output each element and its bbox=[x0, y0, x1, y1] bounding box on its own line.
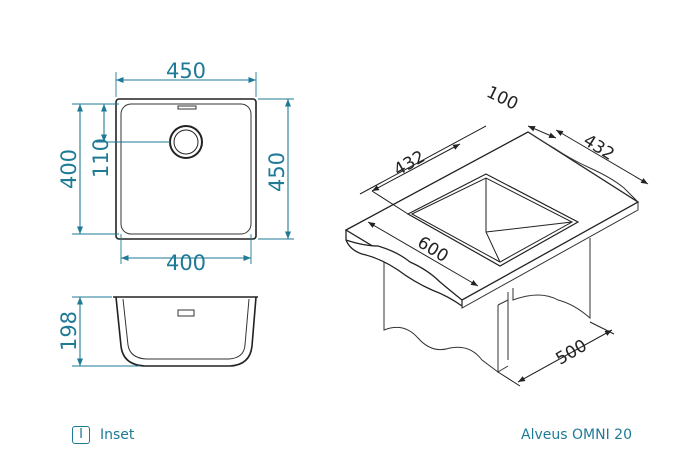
cabinet-right-panel bbox=[512, 238, 591, 320]
cabinet-left-panel bbox=[383, 255, 499, 373]
top-view: 450 400 400 110 450 bbox=[57, 59, 294, 275]
dimension-inner-width: 400 bbox=[120, 234, 252, 275]
product-name: Alveus OMNI 20 bbox=[521, 424, 632, 446]
dimension-depth: 198 bbox=[57, 296, 140, 367]
dim-label-drain-offset: 110 bbox=[89, 138, 113, 178]
isometric-view: 100 432 432 600 500 bbox=[344, 82, 649, 387]
dimension-overall-height: 450 bbox=[258, 98, 294, 240]
section-overflow-slot bbox=[177, 309, 195, 317]
install-type-label: Inset bbox=[100, 427, 135, 443]
dim-label-overall-height: 450 bbox=[265, 152, 289, 192]
dimension-drain-offset: 110 bbox=[89, 104, 170, 178]
dim-label-inner-height: 400 bbox=[57, 149, 81, 189]
dimension-overall-width: 450 bbox=[115, 59, 257, 97]
dimension-cabinet-width: 500 bbox=[497, 321, 615, 387]
bowl-section-outer bbox=[115, 296, 257, 367]
dim-label-cabinet-width: 500 bbox=[552, 336, 590, 370]
dim-label-overall-width: 450 bbox=[166, 59, 206, 83]
inset-badge-icon: I bbox=[72, 426, 90, 444]
product-name-label: Alveus OMNI 20 bbox=[521, 427, 632, 443]
dim-label-rim-width: 100 bbox=[483, 82, 521, 114]
dim-label-depth: 198 bbox=[57, 311, 81, 351]
drain-icon bbox=[169, 125, 203, 159]
sink-outer-rim bbox=[115, 98, 257, 240]
dim-label-inner-width: 400 bbox=[166, 251, 206, 275]
section-view: 198 bbox=[57, 296, 258, 367]
overflow-slot bbox=[177, 105, 197, 110]
dim-label-cutout-width: 432 bbox=[390, 147, 428, 181]
dimension-inner-height: 400 bbox=[57, 103, 119, 235]
install-type: I Inset bbox=[72, 424, 134, 446]
bowl-section-inner bbox=[122, 298, 250, 360]
sink-bowl-wall bbox=[485, 178, 573, 263]
dimension-rim-width: 100 bbox=[483, 82, 557, 139]
dim-label-cutout-depth: 432 bbox=[580, 131, 618, 165]
sink-inner-bowl bbox=[120, 103, 252, 235]
